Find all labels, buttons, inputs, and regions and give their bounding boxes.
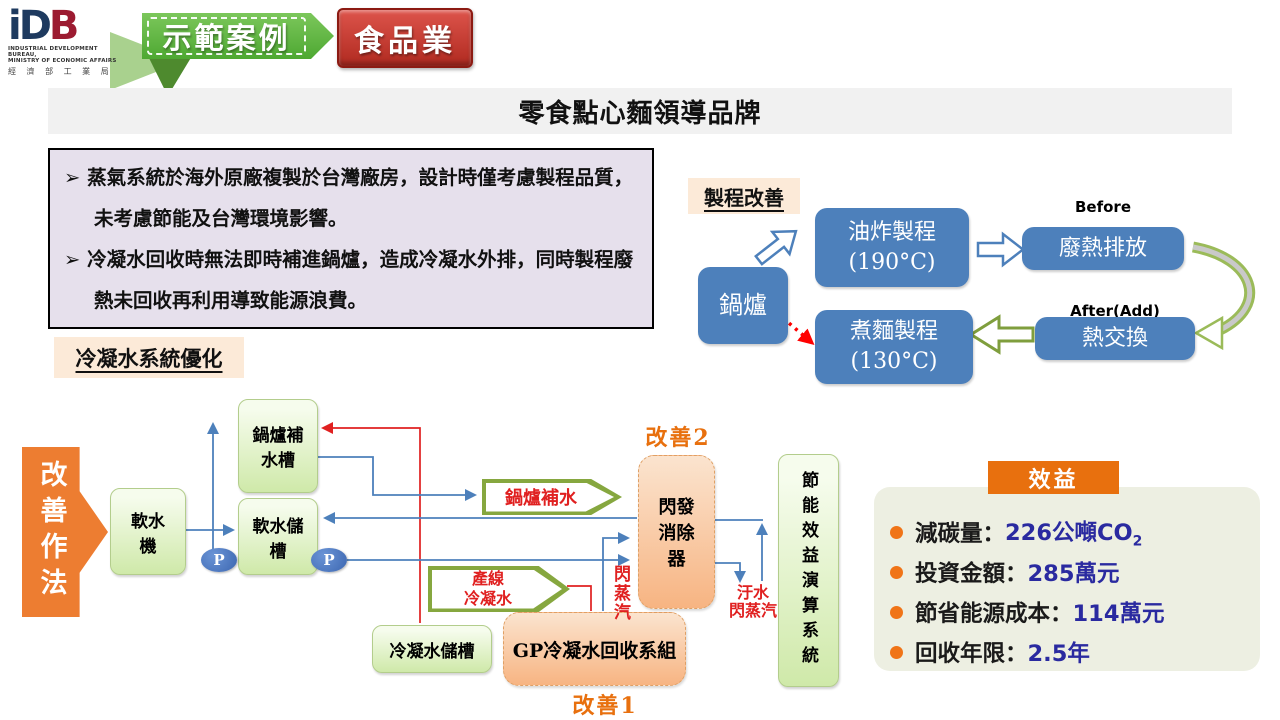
logo-subtitle-zh: 經 濟 部 工 業 局 — [8, 66, 113, 76]
banner-food-industry: 食品業 — [337, 8, 473, 68]
line-pentagon-to-gp-red — [567, 585, 592, 611]
arrow-frying-to-wasteheat — [976, 231, 1026, 268]
bullet-dot-icon — [890, 605, 903, 619]
improvement-2-label: 改善2 — [645, 425, 711, 451]
node-condensate-tank: 冷凝水儲槽 — [372, 625, 492, 673]
condensate-optimization-label: 冷凝水系統優化 — [54, 337, 244, 378]
benefits-header: 效益 — [988, 461, 1119, 494]
bullet-dot-icon — [890, 565, 903, 579]
benefits-panel — [874, 487, 1260, 671]
flow-tag-fill — [485, 482, 614, 512]
curved-arrow-band-inner — [1192, 244, 1253, 333]
benefit-value-text: 226公噸CO — [1005, 519, 1133, 546]
problem-bullet-1: ➢ 蒸氣系統於海外原廠複製於台灣廠房，設計時僅考慮製程品質，未考慮節能及台灣環境… — [64, 158, 640, 240]
benefit-label: 回收年限： — [915, 641, 1028, 667]
node-waste-heat-label: 廢熱排放 — [1058, 235, 1147, 261]
node-heat-exchange-label: 熱交換 — [1081, 325, 1148, 351]
flash-steam-label: 閃蒸汽 — [610, 565, 630, 622]
idb-logo-letters: iDB — [8, 6, 118, 46]
node-soft-water-tank-label: 軟水儲槽 — [252, 516, 304, 562]
benefit-value: 226公噸CO2 — [1005, 515, 1142, 550]
benefit-label: 投資金額： — [915, 561, 1028, 587]
benefit-label: 減碳量： — [915, 521, 1006, 547]
improvement-1-label: 改善1 — [572, 693, 638, 719]
page-title: 零食點心麵領導品牌 — [518, 98, 762, 129]
node-noodle-temp: (130°C) — [850, 349, 938, 374]
flow-tag-line-condensate-label: 產線 冷凝水 — [463, 569, 512, 608]
benefit-label: 節省能源成本： — [915, 601, 1073, 627]
logo-subtitle-en2: MINISTRY OF ECONOMIC AFFAIRS — [8, 58, 117, 64]
banner-dashed-outline — [147, 17, 306, 55]
bullet-arrow-icon: ➢ — [64, 247, 81, 271]
logo-letter-i: i — [8, 3, 22, 49]
curved-arrow-head — [1193, 315, 1224, 351]
node-water-softener: 軟水機 — [110, 488, 186, 575]
benefit-value: 285萬元 — [1027, 561, 1120, 587]
benefit-value: 114萬元 — [1072, 601, 1165, 627]
banner-demo-case: 示範案例 — [142, 13, 334, 59]
line-gp-to-eliminator — [602, 532, 630, 611]
problem-bullet-2: ➢ 冷凝水回收時無法即時補進鍋爐，造成冷凝水外排，同時製程廢熱未回收再利用導致能… — [64, 240, 640, 322]
bullet-arrow-icon: ➢ — [64, 166, 81, 189]
process-improvement-label: 製程改善 — [688, 178, 800, 214]
node-frying-temp: (190°C) — [848, 249, 936, 275]
benefit-row-energy-cost: 節省能源成本： 114萬元 — [890, 592, 1250, 632]
node-boiler-label: 鍋爐 — [719, 291, 767, 320]
pump-icon: P — [201, 548, 237, 572]
idb-logo: iDB INDUSTRIAL DEVELOPMENT BUREAU, MINIS… — [8, 6, 118, 76]
node-waste-heat: 廢熱排放 — [1022, 227, 1184, 270]
benefits-list: 減碳量： 226公噸CO2 投資金額： 285萬元 節省能源成本： 114萬元 … — [890, 512, 1250, 672]
node-flash-eliminator: 閃發消除器 — [638, 455, 715, 609]
banner-demo-case-label: 示範案例 — [162, 21, 291, 55]
node-energy-calc-system: 節能效益演算系統 — [778, 454, 839, 687]
line-makeuptank-to-makeupflow — [318, 456, 477, 501]
flow-tag-line-condensate: 產線 冷凝水 — [428, 566, 570, 612]
arrow-boiler-to-frying — [754, 229, 798, 266]
line-sewage-down — [713, 562, 746, 583]
benefit-row-investment: 投資金額： 285萬元 — [890, 552, 1250, 592]
bullet-dot-icon — [890, 645, 903, 659]
node-soft-water-tank: 軟水儲槽 — [238, 498, 318, 575]
sewage-flash-steam-label: 汙水 閃蒸汽 — [728, 583, 777, 621]
condensate-optimization-label-text: 冷凝水系統優化 — [75, 346, 223, 371]
benefit-value: 2.5年 — [1027, 641, 1090, 667]
before-label: Before — [1074, 198, 1131, 216]
problem-bullet-1-text: 蒸氣系統於海外原廠複製於台灣廠房，設計時僅考慮製程品質，未考慮節能及台灣環境影響… — [87, 166, 634, 230]
dotted-arrow-boiler-to-noodle — [781, 316, 815, 345]
title-strip: 零食點心麵領導品牌 — [48, 88, 1232, 134]
logo-letter-d: D — [18, 3, 52, 49]
after-add-label: After(Add) — [1070, 302, 1160, 320]
node-gp-recovery-unit: GP冷凝水回收系組 — [503, 612, 686, 686]
logo-letter-b: B — [48, 3, 79, 49]
node-frying-process: 油炸製程 (190°C) — [815, 208, 969, 287]
improvement-action-text: 改善作法 — [35, 460, 67, 604]
node-noodle-process: 煮麵製程 (130°C) — [815, 310, 973, 384]
pump-icon: P — [311, 548, 347, 572]
node-frying-label: 油炸製程 — [847, 219, 936, 245]
node-boiler: 鍋爐 — [698, 267, 788, 344]
node-water-softener-label: 軟水機 — [131, 511, 165, 557]
line-condtank-to-makeuptank-red — [321, 422, 421, 623]
node-noodle-label: 煮麵製程 — [849, 319, 938, 345]
node-heat-exchange: 熱交換 — [1035, 317, 1195, 360]
node-flash-eliminator-label: 閃發消除器 — [658, 497, 695, 570]
flow-tag-boiler-makeup: 鍋爐補水 — [482, 479, 622, 515]
bullet-dot-icon — [890, 525, 903, 539]
node-boiler-makeup-tank-label: 鍋爐補水槽 — [252, 426, 304, 471]
arrow-heatexchange-to-noodle — [968, 314, 1035, 355]
node-boiler-makeup-tank: 鍋爐補水槽 — [238, 399, 318, 493]
process-improvement-label-text: 製程改善 — [704, 185, 784, 210]
logo-subtitle-en1: INDUSTRIAL DEVELOPMENT BUREAU, — [8, 46, 98, 58]
flow-tag-boiler-makeup-label: 鍋爐補水 — [505, 488, 577, 509]
benefit-row-carbon: 減碳量： 226公噸CO2 — [890, 512, 1250, 552]
flow-tag-fill — [431, 569, 562, 609]
benefit-value-subscript: 2 — [1132, 533, 1143, 550]
problem-bullet-2-text: 冷凝水回收時無法即時補進鍋爐，造成冷凝水外排，同時製程廢熱未回收再利用導致能源浪… — [87, 247, 634, 312]
benefit-row-payback: 回收年限： 2.5年 — [890, 632, 1250, 672]
problem-box: ➢ 蒸氣系統於海外原廠複製於台灣廠房，設計時僅考慮製程品質，未考慮節能及台灣環境… — [48, 148, 654, 329]
